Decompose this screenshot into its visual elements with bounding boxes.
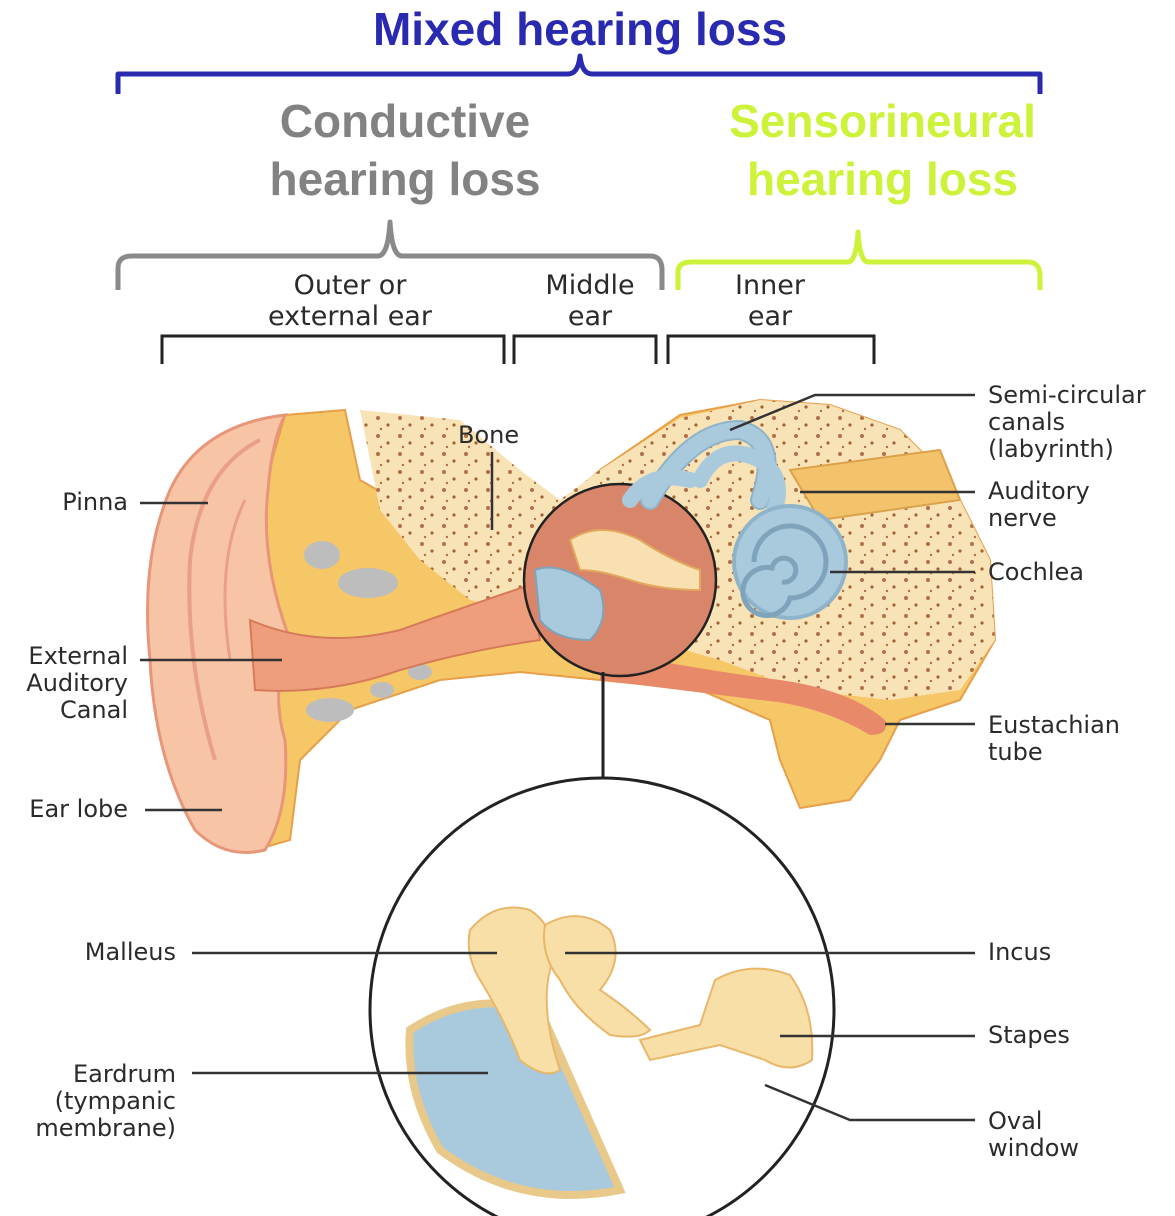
scc-line-2: canals [988,409,1146,436]
outer-ear-label: Outer or external ear [240,270,460,332]
mixed-bracket [118,56,1040,94]
conductive-line-2: hearing loss [210,150,600,208]
eardrum-line-2: (tympanic [0,1088,176,1115]
section-brackets [162,336,874,364]
inner-ear-label: Inner ear [715,270,825,332]
middle-ear-line-1: Middle [530,270,650,301]
inner-ear-line-1: Inner [715,270,825,301]
nerve-line-1: Auditory [988,478,1090,505]
middle-ear-label: Middle ear [530,270,650,332]
scc-line-3: (labyrinth) [988,436,1146,463]
sensorineural-line-2: hearing loss [700,150,1065,208]
oval-line-1: Oval [988,1108,1079,1135]
stapes-label: Stapes [988,1022,1070,1049]
bone-label: Bone [458,422,519,449]
eardrum-line-1: Eardrum [0,1061,176,1088]
incus-label: Incus [988,939,1051,966]
sensorineural-hearing-loss-heading: Sensorineural hearing loss [700,92,1065,208]
conductive-line-1: Conductive [210,92,600,150]
outer-ear-line-2: external ear [240,301,460,332]
eardrum-label: Eardrum (tympanic membrane) [0,1061,176,1142]
pinna-label: Pinna [20,489,128,516]
outer-ear-line-1: Outer or [240,270,460,301]
middle-ear-line-2: ear [530,301,650,332]
eac-line-3: Canal [0,697,128,724]
eustachian-tube-label: Eustachian tube [988,712,1120,766]
semicircular-canals-label: Semi-circular canals (labyrinth) [988,382,1146,463]
sensorineural-line-1: Sensorineural [700,92,1065,150]
cochlea-shape [734,506,846,618]
malleus-label: Malleus [30,939,176,966]
cochlea-label: Cochlea [988,559,1084,586]
auditory-nerve-label: Auditory nerve [988,478,1090,532]
external-auditory-canal-label: External Auditory Canal [0,643,128,724]
oval-line-2: window [988,1135,1079,1162]
eustachian-line-1: Eustachian [988,712,1120,739]
conductive-hearing-loss-heading: Conductive hearing loss [210,92,600,208]
eardrum-line-3: membrane) [0,1115,176,1142]
eac-line-2: Auditory [0,670,128,697]
eac-line-1: External [0,643,128,670]
ear-lobe-label: Ear lobe [0,796,128,823]
oval-window-label: Oval window [988,1108,1079,1162]
mixed-hearing-loss-heading: Mixed hearing loss [300,2,860,56]
inner-ear-line-2: ear [715,301,825,332]
nerve-line-2: nerve [988,505,1090,532]
eustachian-line-2: tube [988,739,1120,766]
scc-line-1: Semi-circular [988,382,1146,409]
